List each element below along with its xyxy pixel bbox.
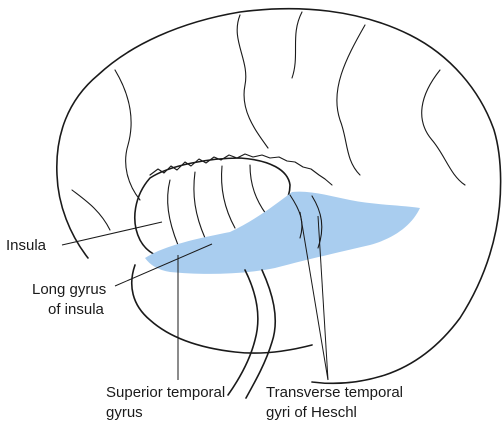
hemisphere-outline bbox=[57, 9, 501, 384]
temporal-lobe-outline bbox=[132, 265, 312, 353]
superior-temporal-label-line1: Superior temporal bbox=[106, 383, 225, 402]
sulcus-4 bbox=[337, 25, 365, 175]
insular-gyrus-2 bbox=[194, 172, 205, 238]
transverse-label-line2: gyri of Heschl bbox=[266, 403, 357, 422]
sulcus-3 bbox=[292, 12, 302, 78]
long-gyrus-label-line1: Long gyrus bbox=[32, 280, 106, 299]
insular-gyrus-3 bbox=[222, 166, 235, 228]
insular-gyrus-1 bbox=[168, 180, 178, 245]
vessel bbox=[228, 270, 275, 398]
sulcus-5 bbox=[422, 70, 465, 185]
long-gyrus-label-line2: of insula bbox=[48, 300, 104, 319]
insula-leader bbox=[62, 222, 162, 245]
heschl-highlight bbox=[145, 192, 420, 274]
sulcus-1 bbox=[115, 70, 140, 200]
sulcus-6 bbox=[72, 190, 110, 230]
insular-gyrus-4 bbox=[250, 165, 266, 214]
superior-temporal-label-line2: gyrus bbox=[106, 403, 143, 422]
sulcus-2 bbox=[237, 15, 268, 148]
insula-label: Insula bbox=[6, 236, 46, 255]
transverse-label-line1: Transverse temporal bbox=[266, 383, 403, 402]
